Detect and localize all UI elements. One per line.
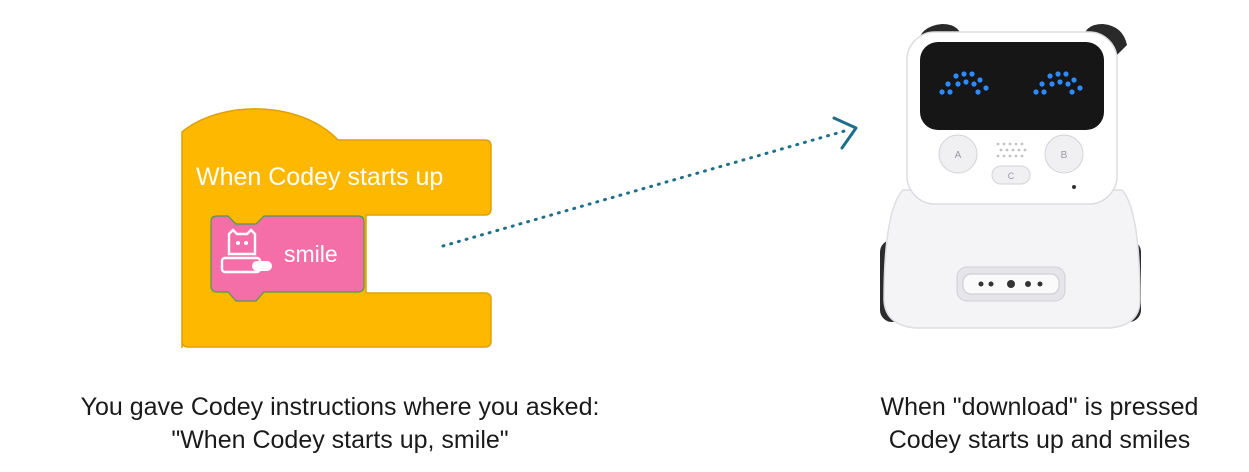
codey-robot-image: A B C xyxy=(880,24,1141,329)
right-caption-line-1: When "download" is pressed xyxy=(880,393,1199,421)
button-c-label: C xyxy=(1008,171,1015,181)
button-b-label: B xyxy=(1061,150,1068,161)
dotted-arrow xyxy=(441,116,858,248)
smile-block-label: smile xyxy=(284,241,338,267)
smile-action-block[interactable] xyxy=(210,215,365,302)
right-caption-line-2: Codey starts up and smiles xyxy=(888,426,1191,454)
codey-robot-icon xyxy=(220,228,272,274)
left-caption: You gave Codey instructions where you as… xyxy=(10,391,670,457)
left-caption-line-1: You gave Codey instructions where you as… xyxy=(80,393,600,421)
right-caption: When "download" is pressed Codey starts … xyxy=(830,391,1249,457)
hat-block-label: When Codey starts up xyxy=(196,163,444,191)
button-a-label: A xyxy=(955,150,962,161)
left-caption-line-2: "When Codey starts up, smile" xyxy=(171,426,509,454)
